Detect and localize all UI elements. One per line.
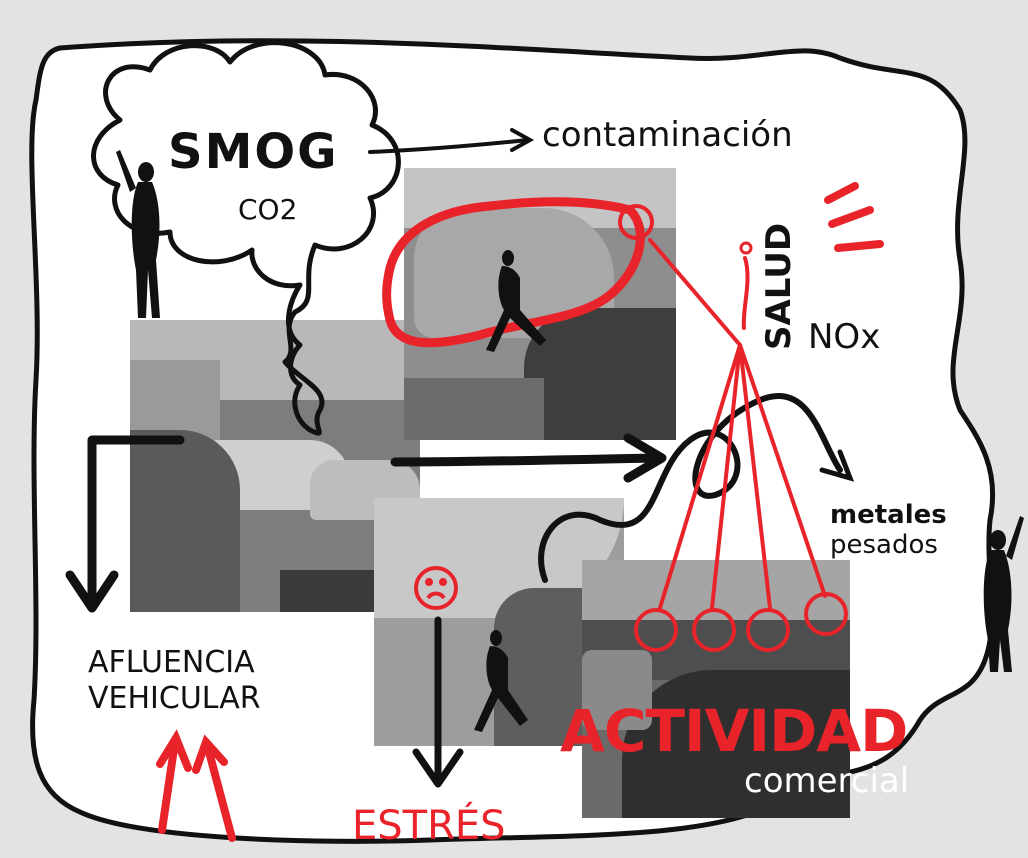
arrow-afluencia-down [92, 440, 180, 602]
label-contaminacion: contaminación [542, 118, 793, 152]
label-co2: CO2 [238, 196, 297, 224]
label-afluencia: AFLUENCIA [88, 648, 255, 678]
label-vehicular: VEHICULAR [88, 684, 261, 714]
squiggle-line [541, 396, 840, 580]
label-comercial: comercial [744, 764, 909, 798]
person-silhouette-icon [474, 630, 528, 732]
label-pesados: pesados [830, 532, 938, 558]
label-estres: ESTRÉS [352, 806, 506, 846]
arrow-traffic-right [395, 458, 655, 462]
sad-face-icon [416, 568, 456, 608]
person-silhouette-icon [486, 250, 546, 352]
person-silhouette-icon [984, 516, 1024, 672]
label-metales: metales [830, 502, 947, 528]
person-silhouette-icon [116, 150, 160, 318]
label-salud: SALUD [762, 223, 796, 350]
label-smog: SMOG [168, 128, 339, 176]
label-nox: NOx [808, 320, 880, 354]
label-actividad: ACTIVIDAD [560, 702, 907, 760]
red-up-arrows-icon [160, 738, 232, 838]
alert-strokes-icon [828, 186, 880, 248]
